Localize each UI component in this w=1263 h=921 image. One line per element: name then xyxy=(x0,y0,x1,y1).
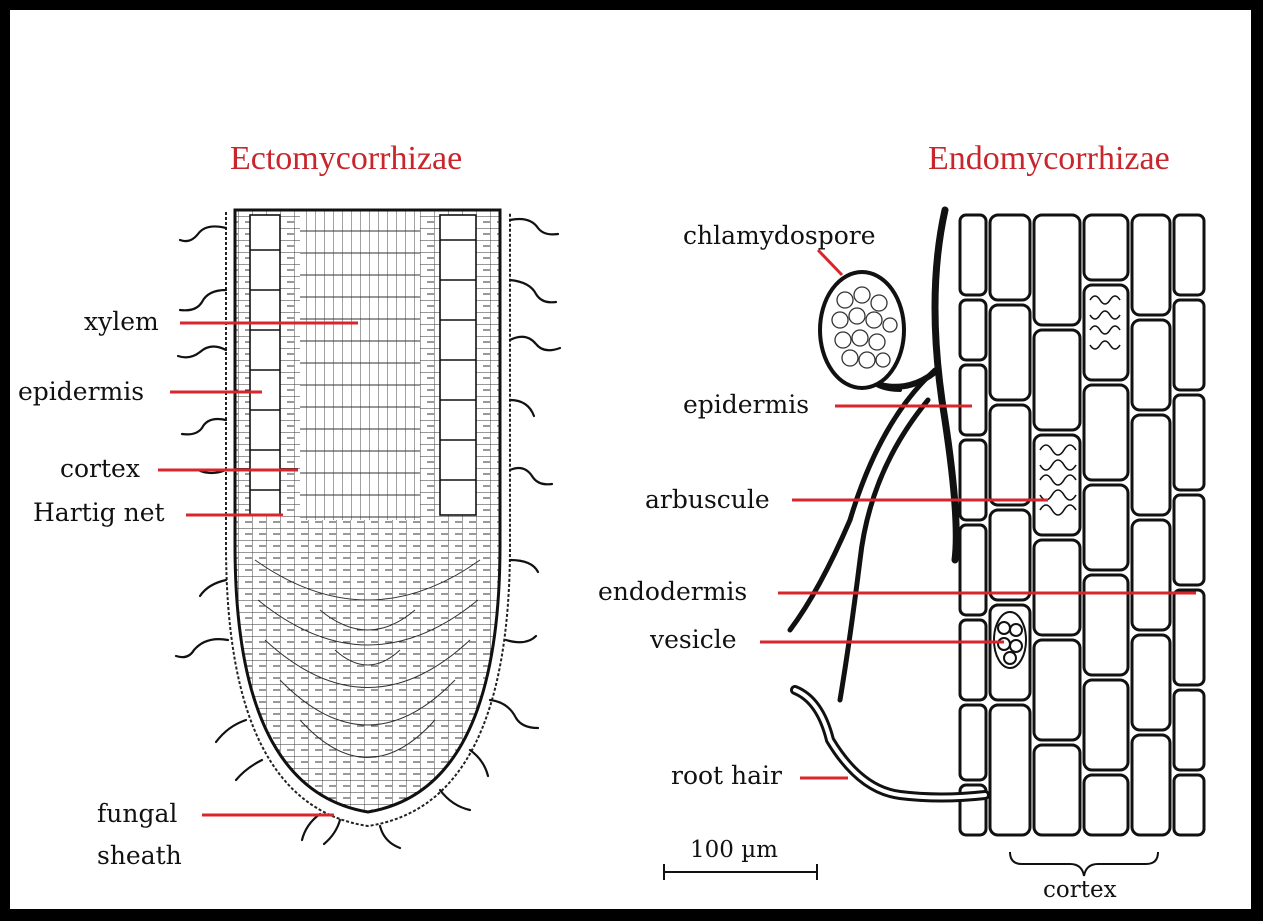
endo-tissue xyxy=(960,215,1204,835)
root-hair-structure xyxy=(795,690,985,798)
vesicle-structure xyxy=(994,612,1026,668)
leader-chlamydospore xyxy=(818,250,842,275)
label-endodermis: endodermis xyxy=(598,578,747,606)
ecto-root-tip xyxy=(176,205,560,848)
scale-bar-label: 100 µm xyxy=(690,838,778,863)
ecto-title: Ectomycorrhizae xyxy=(230,140,462,178)
label-sheath: sheath xyxy=(97,842,182,870)
label-chlamydospore: chlamydospore xyxy=(683,222,876,250)
label-root-hair: root hair xyxy=(671,762,782,790)
chlamydospore-structure xyxy=(820,272,935,388)
label-vesicle: vesicle xyxy=(650,626,737,654)
label-xylem: xylem xyxy=(84,308,159,336)
label-fungal: fungal xyxy=(97,800,177,828)
label-endo-epidermis: epidermis xyxy=(683,391,809,419)
label-endo-cortex: cortex xyxy=(1043,878,1117,903)
label-arbuscule: arbuscule xyxy=(645,486,770,514)
endo-title: Endomycorrhizae xyxy=(928,140,1170,178)
scale-bar xyxy=(664,864,817,880)
cortex-brace xyxy=(1010,852,1158,876)
label-hartig-net: Hartig net xyxy=(33,499,165,527)
label-ecto-epidermis: epidermis xyxy=(18,378,144,406)
label-cortex: cortex xyxy=(60,455,140,483)
